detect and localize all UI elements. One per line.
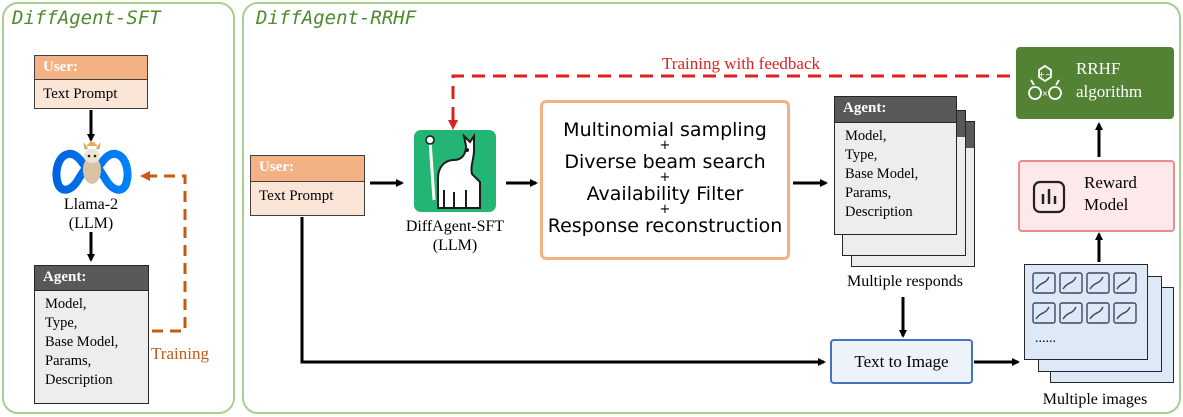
rrhf-algorithm-box: +− × RRHF algorithm [1016,47,1174,119]
sft-panel-title: DiffAgent-SFT [12,7,161,29]
rrhf-llm-name: DiffAgent-SFT [405,218,505,235]
rrhf-agent-field: Description [845,204,913,220]
rrhf-agent-field: Model, [845,128,887,144]
sft-agent-field: Base Model, [45,334,119,350]
rrhf-user-header: User: [250,155,365,182]
bar-chart-icon [1032,180,1066,214]
step-availability-filter: Availability Filter [586,183,744,205]
diffagent-llama-icon [414,130,496,212]
rrhf-user-prompt: Text Prompt [250,181,365,216]
plus-sign: + [659,138,671,153]
image-card-front: ...... [1024,264,1148,360]
sft-training-loop [140,171,187,333]
reward-model-box: Reward Model [1018,160,1175,232]
rrhf-agent-field: Params, [845,185,892,201]
sft-llm-name: Llama-2 [63,196,119,213]
plus-sign: + [659,202,671,217]
step-response-reconstruction: Response reconstruction [547,215,783,237]
step-multinomial-sampling: Multinomial sampling [563,119,767,141]
svg-text:+−: +− [1038,70,1051,79]
llama-meta-logo-icon [52,142,132,194]
rrhf-llm-type: (LLM) [432,237,478,254]
algo-label-line2: algorithm [1076,82,1143,101]
algorithm-icon: +− × [1028,64,1062,100]
reward-label-line2: Model [1084,195,1129,214]
sft-user-header: User: [34,55,148,80]
sft-agent-header: Agent: [34,265,149,291]
sampling-filter-box: Multinomial sampling + Diverse beam sear… [540,100,790,260]
sft-agent-field: Params, [45,353,92,369]
images-label: Multiple images [1042,391,1148,408]
arrow-prompt-to-t2i [300,217,826,366]
image-thumbnails-icon [1032,272,1137,324]
rrhf-agent-header: Agent: [834,96,957,123]
svg-text:×: × [1042,89,1049,98]
sft-agent-field: Type, [45,315,78,331]
reward-label-line1: Reward [1084,173,1137,192]
feedback-label: Training with feedback [662,54,821,73]
step-diverse-beam-search: Diverse beam search [564,151,766,173]
plus-sign: + [659,170,671,185]
rrhf-agent-field: Base Model, [845,166,919,182]
rrhf-agent-field: Type, [845,147,878,163]
sft-agent-field: Model, [45,296,87,312]
sft-user-prompt: Text Prompt [34,79,148,109]
sft-training-label: Training [151,344,209,363]
rrhf-panel-title: DiffAgent-RRHF [256,7,417,29]
rrhf-agent-fields: Model, Type, Base Model, Params, Descrip… [834,122,957,235]
sft-agent-fields: Model, Type, Base Model, Params, Descrip… [34,290,149,404]
images-more: ...... [1035,331,1056,346]
sft-llm-type: (LLM) [68,215,114,232]
algo-label-line1: RRHF [1076,59,1121,78]
sft-agent-field: Description [45,372,113,388]
text-to-image-box: Text to Image [830,339,973,384]
feedback-loop [448,74,1010,130]
responds-label: Multiple responds [847,273,963,290]
